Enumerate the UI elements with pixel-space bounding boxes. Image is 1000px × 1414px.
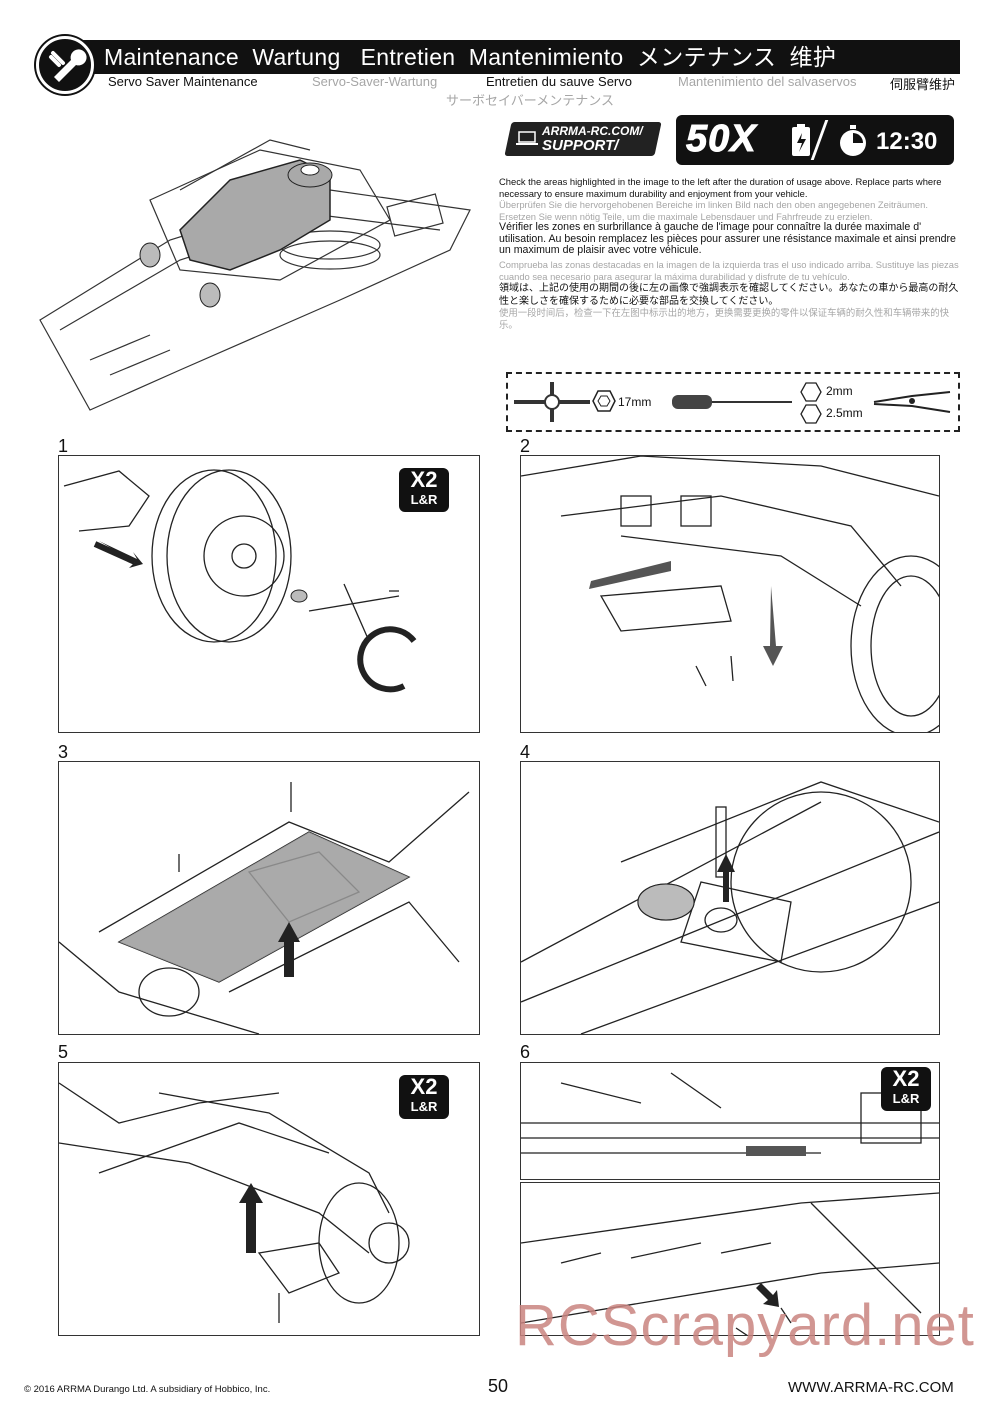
website-link[interactable]: WWW.ARRMA-RC.COM [788,1379,954,1396]
usage-interval-badge [676,115,954,165]
instruction-de: Überprüfen Sie die hervorgehobenen Berei… [499,199,928,222]
both-sides-badge: X2 L&R [881,1067,931,1111]
instruction-zh: 使用一段时间后，检查一下在左图中标示出的地方，更换需要更换的零件以保证车辆的耐久… [499,307,950,330]
hex-nut-icon [592,390,616,417]
step-number: 2 [520,436,531,456]
subtitle-ja: サーボセイバーメンテナンス [446,93,614,108]
instruction-ja: 領域は、上記の使用の期間の後に左の画像で強調表示を確認してください。あなたの車か… [499,283,959,307]
step-6-top-illustration [521,1072,939,1156]
stopwatch-icon [836,124,870,163]
step-4-illustration [520,781,940,1035]
step-6-bottom-panel [520,1182,940,1339]
watermark: RCScrapyard.net [515,1293,975,1358]
step-number: 3 [58,742,69,762]
pliers-icon [872,388,952,421]
subtitle-de: Servo-Saver-Wartung [312,74,438,89]
required-tools-box [506,372,960,432]
laptop-icon [516,130,538,153]
quantity-label: X2 [892,1066,920,1091]
both-sides-badge: X2 L&R [399,468,449,512]
step-number: 6 [520,1042,531,1062]
step-3-panel [58,761,480,1035]
step-2-illustration [520,455,972,737]
battery-icon [790,124,812,163]
step-6-top-panel: X2 L&R [520,1062,940,1180]
runs-count: 50X [686,118,757,161]
page-number: 50 [488,1376,509,1396]
step-1-panel: X2 L&R [58,455,480,733]
subtitle-zh: 伺服臂维护 [890,77,956,92]
quantity-label: X2 [410,467,438,492]
step-1-illustration [63,469,417,693]
wrench-size: 17mm [618,395,652,409]
subtitle-en: Servo Saver Maintenance [108,74,258,89]
step-4-panel [520,761,940,1035]
sides-label: L&R [892,1091,920,1106]
step-5-panel: X2 L&R [58,1062,480,1336]
support-url-line2: SUPPORT/ [542,137,619,154]
hex-driver-icon [670,390,795,419]
cross-wrench-icon [512,378,592,429]
step-5-illustration [58,1082,410,1323]
servo-saver-overview-illustration [30,120,480,420]
maintenance-tools-icon [36,36,94,94]
instruction-es: Comprueba las zonas destacadas en la ima… [499,259,959,282]
header-bar [38,40,960,74]
hex-2-5mm-icon [800,404,822,429]
hex-size-2mm: 2mm [826,384,853,398]
hex-size-2-5mm: 2.5mm [826,406,863,420]
instruction-en: Check the areas highlighted in the image… [499,176,942,199]
step-3-illustration [58,782,470,1035]
sides-label: L&R [410,492,438,507]
page-title: Maintenance Wartung Entretien Mantenimie… [104,44,837,70]
step-number: 5 [58,1042,69,1062]
step-number: 1 [58,436,69,456]
support-url-line1: ARRMA-RC.COM/ [542,124,643,138]
hex-2mm-icon [800,382,822,407]
subtitle-fr: Entretien du sauve Servo [486,74,632,89]
step-2-panel [520,455,972,737]
subtitle-es: Mantenimiento del salvaservos [678,74,857,89]
step-number: 4 [520,742,531,762]
instruction-fr: Vérifier les zones en surbrillance à gau… [499,221,956,257]
both-sides-badge: X2 L&R [399,1075,449,1119]
quantity-label: X2 [410,1074,438,1099]
step-6-bottom-illustration [520,1192,940,1339]
duration-time: 12:30 [876,128,938,155]
copyright: © 2016 ARRMA Durango Ltd. A subsidiary o… [24,1384,271,1395]
sides-label: L&R [410,1099,438,1114]
